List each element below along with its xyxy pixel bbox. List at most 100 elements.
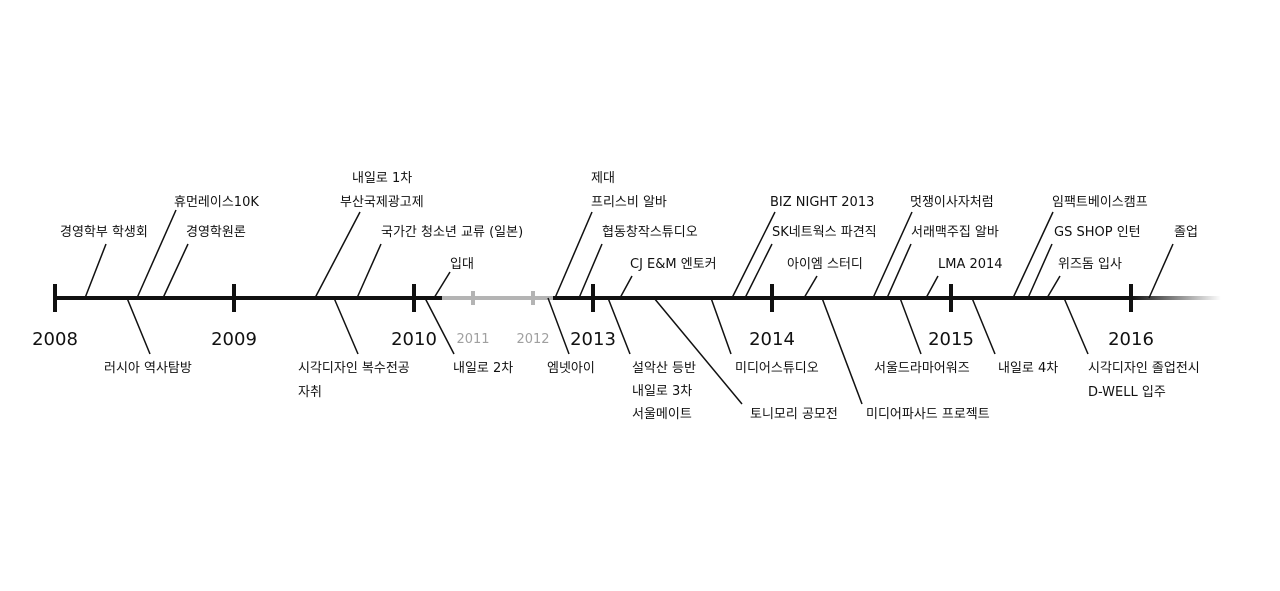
leader-line <box>356 243 382 299</box>
event-label: 졸업 <box>1174 225 1198 240</box>
leader-line <box>554 211 593 299</box>
event-ev-14: 설악산 등반 내일로 3차 서울메이트 <box>607 297 700 422</box>
leader-line <box>1012 211 1054 299</box>
event-label: 국가간 청소년 교류 (일본) <box>381 225 523 240</box>
event-ev-17: BIZ NIGHT 2013 <box>731 195 874 299</box>
leader-line <box>821 297 863 405</box>
leader-line <box>136 209 177 299</box>
event-ev-27: GS SHOP 인턴 <box>1027 225 1141 299</box>
event-label: 미디어스튜디오 <box>735 361 819 376</box>
leader-line <box>744 243 773 299</box>
leader-line <box>126 297 151 355</box>
event-ev-29: 시각디자인 졸업전시 D-WELL 입주 <box>1063 297 1204 400</box>
event-ev-23: LMA 2014 <box>925 257 1003 299</box>
event-label: 서래맥주집 알바 <box>911 225 999 240</box>
event-label: 서울드라마어워즈 <box>874 361 970 376</box>
leader-line <box>1046 275 1061 299</box>
event-ev-26: 임팩트베이스캠프 <box>1012 195 1148 299</box>
leader-line <box>653 297 743 405</box>
year-label-2009: 2009 <box>211 329 257 350</box>
event-label: BIZ NIGHT 2013 <box>770 195 874 210</box>
event-ev-01: 경영학부 학생회 <box>60 225 148 299</box>
event-label: 제대 프리스비 알바 <box>591 171 667 210</box>
event-label: 입대 <box>450 257 474 272</box>
event-ev-18: SK네트웍스 파견직 <box>744 225 877 299</box>
leader-line <box>710 297 732 355</box>
leader-line <box>433 271 451 299</box>
event-label: 엠넷아이 <box>547 361 595 376</box>
leader-line <box>619 275 633 299</box>
event-ev-28: 위즈돔 입사 <box>1046 257 1122 299</box>
event-ev-09: 내일로 2차 <box>424 297 513 376</box>
event-label: 경영학원론 <box>186 225 246 240</box>
event-ev-12: CJ E&M 엔토커 <box>619 257 717 299</box>
leader-line <box>925 275 939 299</box>
event-ev-03: 경영학원론 <box>162 225 246 299</box>
event-ev-06: 국가간 청소년 교류 (일본) <box>356 225 523 299</box>
year-label-2015: 2015 <box>928 329 974 350</box>
event-ev-16: 미디어스튜디오 <box>710 297 819 376</box>
year-label-2012: 2012 <box>516 332 549 347</box>
event-ev-02: 휴먼레이스10K <box>136 195 259 299</box>
leader-line <box>1027 243 1053 299</box>
event-label: 미디어파사드 프로젝트 <box>866 407 990 422</box>
event-ev-19: 아이엠 스터디 <box>787 257 863 299</box>
event-ev-30: 졸업 <box>1148 225 1198 299</box>
year-label-2013: 2013 <box>570 329 616 350</box>
leader-line <box>84 243 107 299</box>
year-label-2010: 2010 <box>391 329 437 350</box>
event-label: 러시아 역사탐방 <box>104 361 192 376</box>
event-label: LMA 2014 <box>938 257 1003 272</box>
axis-fade-tail <box>1131 296 1221 300</box>
leader-line <box>424 297 455 355</box>
leader-line <box>547 297 570 355</box>
event-ev-21: 멋쟁이사자처럼 <box>872 195 994 299</box>
event-ev-07: 시각디자인 복수전공 자취 <box>298 297 414 400</box>
year-label-2014: 2014 <box>749 329 795 350</box>
event-label: 시각디자인 졸업전시 D-WELL 입주 <box>1088 361 1204 400</box>
event-ev-20: 미디어파사드 프로젝트 <box>821 297 990 422</box>
event-ev-10: 제대 프리스비 알바 <box>554 171 667 299</box>
leader-line <box>899 297 922 355</box>
event-ev-24: 서울드라마어워즈 <box>874 297 970 376</box>
event-ev-08: 입대 <box>433 257 474 299</box>
event-label: 내일로 2차 <box>453 361 513 376</box>
leader-line <box>886 243 912 299</box>
event-ev-11: 협동창작스튜디오 <box>578 225 698 299</box>
event-ev-04: 러시아 역사탐방 <box>104 297 192 376</box>
event-label: 토니모리 공모전 <box>750 407 838 422</box>
event-label: 아이엠 스터디 <box>787 257 863 272</box>
event-label: 내일로 1차 부산국제광고제 <box>340 171 424 210</box>
event-label: 내일로 4차 <box>998 361 1058 376</box>
year-label-2016: 2016 <box>1108 329 1154 350</box>
leader-line <box>607 297 631 355</box>
event-label: GS SHOP 인턴 <box>1054 225 1141 240</box>
event-label: SK네트웍스 파견직 <box>772 225 877 240</box>
event-label: 위즈돔 입사 <box>1058 257 1122 272</box>
event-label: 경영학부 학생회 <box>60 225 148 240</box>
year-label-2011: 2011 <box>456 332 489 347</box>
leader-line <box>333 297 359 355</box>
leader-line <box>731 211 776 299</box>
event-ev-22: 서래맥주집 알바 <box>886 225 999 299</box>
leader-line <box>314 211 361 299</box>
event-label: 협동창작스튜디오 <box>602 225 698 240</box>
leader-line <box>1063 297 1089 355</box>
leader-line <box>1148 243 1174 299</box>
event-ev-05: 내일로 1차 부산국제광고제 <box>314 171 424 299</box>
event-ev-15: 토니모리 공모전 <box>653 297 838 422</box>
leader-line <box>872 211 913 299</box>
event-ev-25: 내일로 4차 <box>971 297 1058 376</box>
leader-line <box>162 243 189 299</box>
event-label: 설악산 등반 내일로 3차 서울메이트 <box>632 361 700 422</box>
event-label: CJ E&M 엔토커 <box>630 257 717 272</box>
event-ev-13: 엠넷아이 <box>547 297 595 376</box>
event-label: 시각디자인 복수전공 자취 <box>298 361 414 400</box>
event-label: 휴먼레이스10K <box>174 195 259 210</box>
leader-line <box>803 275 818 299</box>
leader-line <box>971 297 996 355</box>
event-label: 멋쟁이사자처럼 <box>910 195 994 210</box>
leader-line <box>578 243 603 299</box>
event-label: 임팩트베이스캠프 <box>1052 195 1148 210</box>
